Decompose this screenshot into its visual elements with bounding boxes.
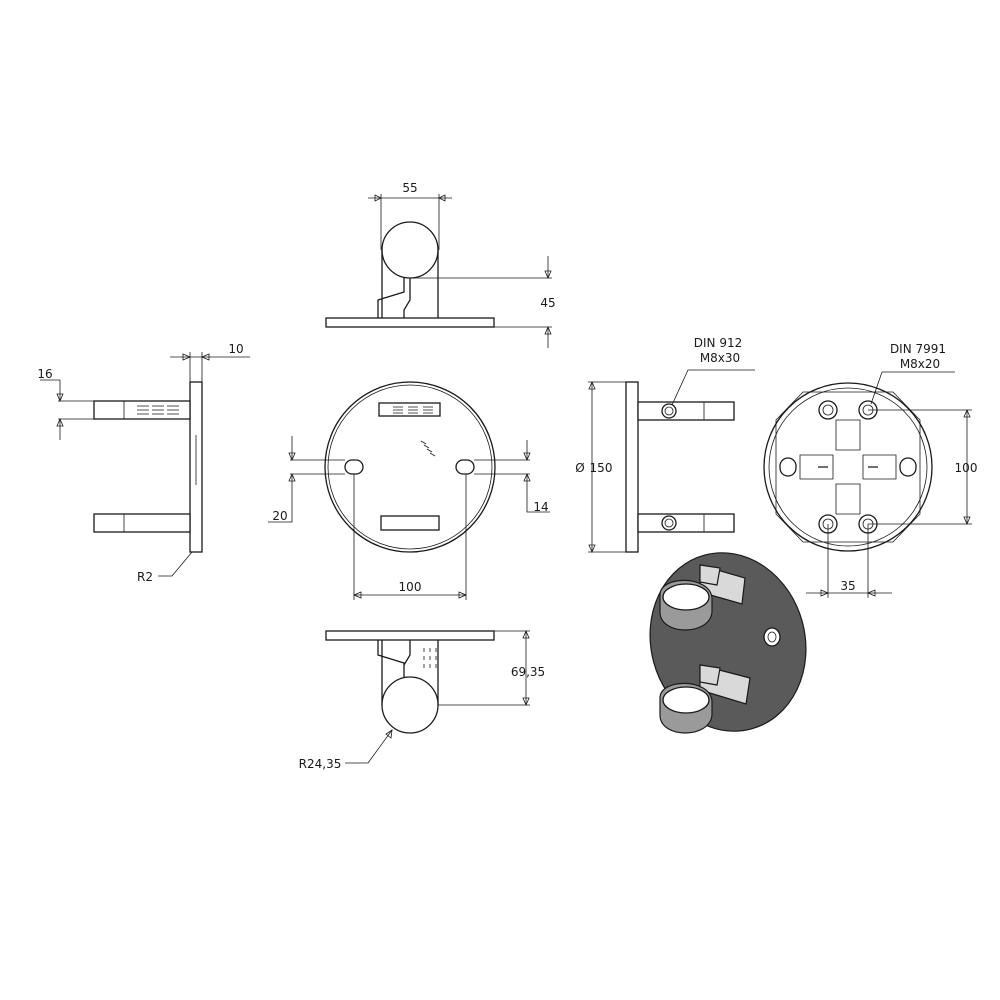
dim-side-bar: 16 [37,367,52,381]
dim-back-spacing-v: 100 [955,461,978,475]
dim-front-slot-v: 20 [272,509,287,523]
dim-side-plate: 10 [228,342,243,356]
dim-front-spacing: 100 [399,580,422,594]
dim-front-slot-h: 14 [533,500,548,514]
bottom-view: 69,35 R24,35 [299,629,545,771]
callout-din912-line2: M8x30 [700,351,740,365]
back-view: 100 35 DIN 7991 M8x20 [763,342,978,598]
callout-din912-line1: DIN 912 [694,336,742,350]
top-view: 55 45 [325,181,556,348]
dim-diameter: 150 [590,461,613,475]
dim-back-spacing-h: 35 [840,579,855,593]
dim-bottom-radius: R24,35 [299,757,342,771]
side-view-right: Ø 150 DIN 912 M8x30 [575,336,755,554]
front-view: 20 14 100 [268,381,550,600]
dim-diameter-symbol: Ø [575,461,584,475]
side-view-left: 10 16 R2 [37,342,250,584]
callout-din7991-line1: DIN 7991 [890,342,946,356]
dim-top-width: 55 [402,181,417,195]
callout-din7991-line2: M8x20 [900,357,940,371]
dim-side-radius: R2 [137,570,153,584]
dim-bottom-height: 69,35 [511,665,545,679]
dim-top-height: 45 [540,296,555,310]
isometric-view [649,552,807,734]
